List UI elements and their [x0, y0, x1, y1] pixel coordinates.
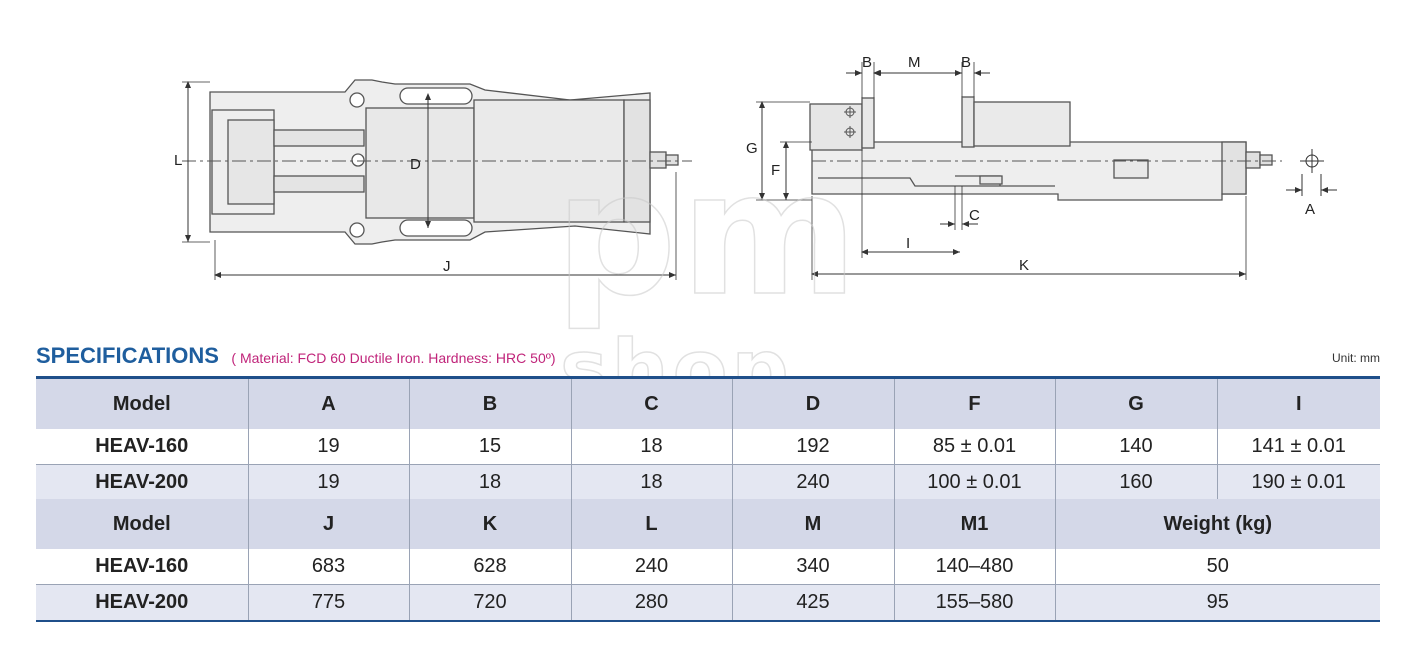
table-cell: 340: [732, 549, 895, 585]
table-cell: 95: [1055, 584, 1380, 621]
header-cell: B: [409, 377, 572, 429]
label-M: M: [908, 54, 921, 71]
vise-technical-drawing: L D J G F: [174, 54, 1337, 280]
table-cell: 100 ± 0.01: [894, 464, 1056, 502]
header-cell: L: [571, 499, 733, 549]
label-G: G: [746, 140, 758, 157]
header-cell: Weight (kg): [1055, 499, 1380, 549]
label-C: C: [969, 207, 980, 224]
table-row: HEAV-160 19 15 18 192 85 ± 0.01 140 141 …: [36, 429, 1380, 465]
header-cell: I: [1217, 377, 1380, 429]
table-cell: 140–480: [894, 549, 1056, 585]
unit-label: Unit: mm: [1332, 351, 1380, 365]
table-cell: 720: [409, 584, 572, 621]
table-cell: 50: [1055, 549, 1380, 585]
model-cell: HEAV-160: [36, 549, 249, 585]
table-cell: 160: [1055, 464, 1218, 502]
header-cell: Model: [36, 377, 249, 429]
table-row: HEAV-200 775 720 280 425 155–580 95: [36, 584, 1380, 621]
label-B-left: B: [862, 54, 872, 71]
table-cell: 190 ± 0.01: [1217, 464, 1380, 502]
table-cell: 19: [248, 429, 410, 465]
table-cell: 280: [571, 584, 733, 621]
table-cell: 141 ± 0.01: [1217, 429, 1380, 465]
header-cell: F: [894, 377, 1056, 429]
table-cell: 18: [571, 429, 733, 465]
table-cell: 192: [732, 429, 895, 465]
side-view: [809, 96, 1273, 201]
header-cell: J: [248, 499, 410, 549]
end-view-symbol: [1300, 149, 1324, 196]
table-row: HEAV-200 19 18 18 240 100 ± 0.01 160 190…: [36, 464, 1380, 502]
label-A: A: [1305, 201, 1315, 218]
header-cell: M1: [894, 499, 1056, 549]
label-L: L: [174, 152, 182, 169]
header-cell: G: [1055, 377, 1218, 429]
label-F: F: [771, 162, 780, 179]
spec-table-1: Model A B C D F G I HEAV-160 19 15 18 19…: [36, 376, 1380, 503]
top-view: [209, 79, 679, 245]
header-cell: C: [571, 377, 733, 429]
label-K: K: [1019, 257, 1029, 274]
table-cell: 15: [409, 429, 572, 465]
table-cell: 240: [732, 464, 895, 502]
label-I: I: [906, 235, 910, 252]
label-J: J: [443, 258, 451, 275]
spec-title: SPECIFICATIONS: [36, 343, 219, 368]
table-cell: 140: [1055, 429, 1218, 465]
header-cell: A: [248, 377, 410, 429]
model-cell: HEAV-200: [36, 464, 249, 502]
table-header-row: Model J K L M M1 Weight (kg): [36, 499, 1380, 549]
table-cell: 18: [409, 464, 572, 502]
table-cell: 425: [732, 584, 895, 621]
label-D: D: [410, 156, 421, 173]
header-cell: K: [409, 499, 572, 549]
label-B-right: B: [961, 54, 971, 71]
jaw-screw-marks: [844, 106, 856, 138]
table-row: HEAV-160 683 628 240 340 140–480 50: [36, 549, 1380, 585]
table-header-row: Model A B C D F G I: [36, 377, 1380, 429]
header-cell: M: [732, 499, 895, 549]
spec-subtitle: ( Material: FCD 60 Ductile Iron. Hardnes…: [231, 350, 556, 366]
table-cell: 775: [248, 584, 410, 621]
table-cell: 18: [571, 464, 733, 502]
table-cell: 85 ± 0.01: [894, 429, 1056, 465]
table-cell: 19: [248, 464, 410, 502]
header-cell: D: [732, 377, 895, 429]
spec-header: SPECIFICATIONS ( Material: FCD 60 Ductil…: [36, 343, 1380, 373]
table-cell: 155–580: [894, 584, 1056, 621]
table-cell: 240: [571, 549, 733, 585]
model-cell: HEAV-160: [36, 429, 249, 465]
model-cell: HEAV-200: [36, 584, 249, 621]
spec-table-2: Model J K L M M1 Weight (kg) HEAV-160 68…: [36, 499, 1380, 622]
header-cell: Model: [36, 499, 249, 549]
table-cell: 628: [409, 549, 572, 585]
table-cell: 683: [248, 549, 410, 585]
